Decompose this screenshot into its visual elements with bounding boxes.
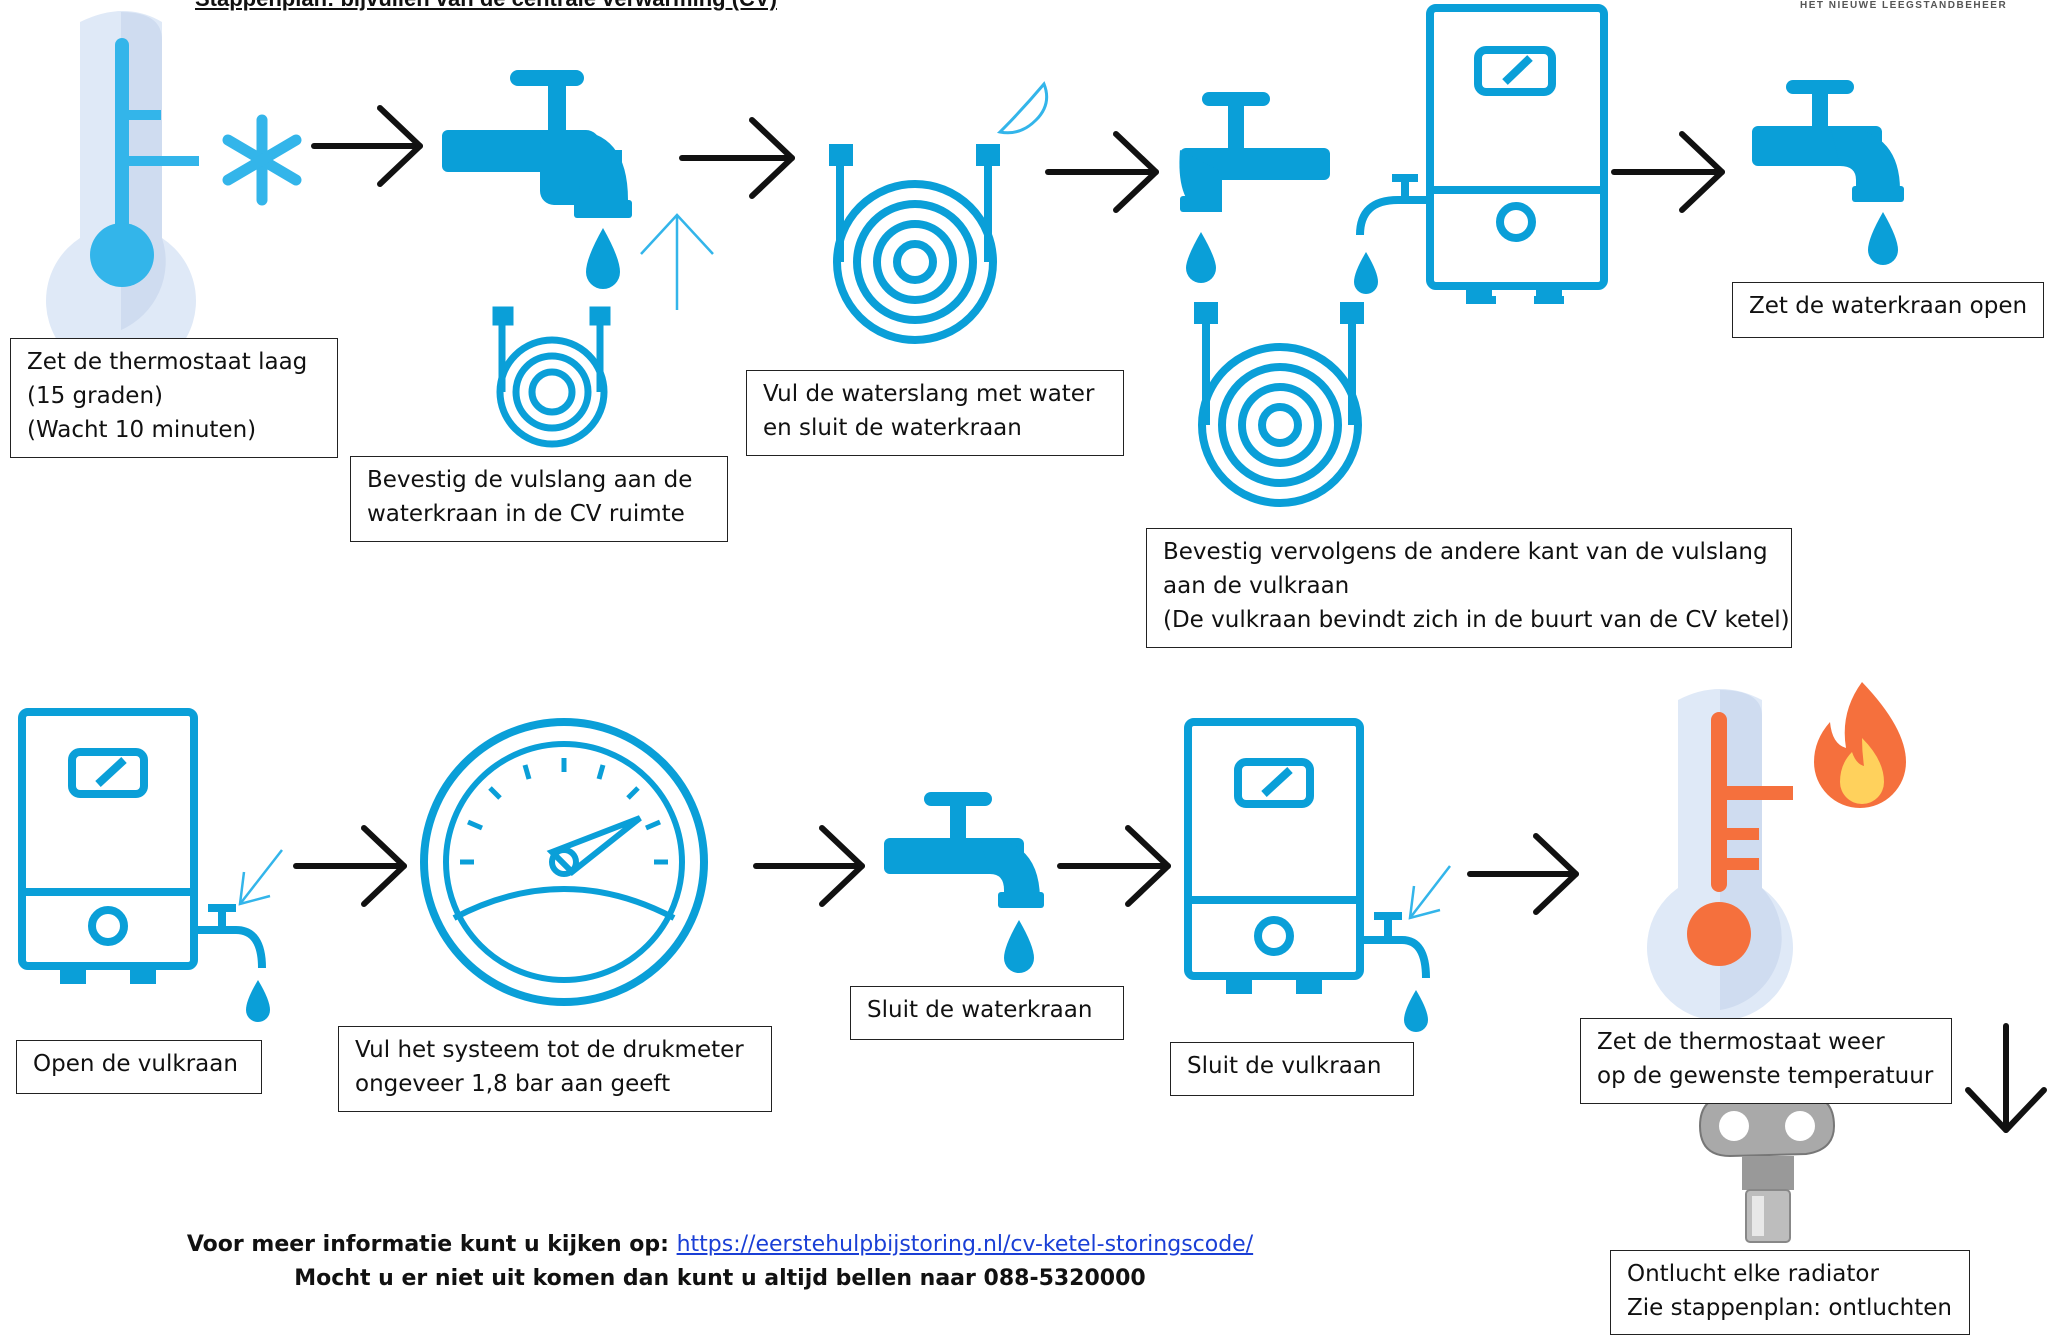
arrow-up-icon xyxy=(640,213,714,310)
arrow-diagonal-icon xyxy=(238,849,283,906)
radiator-key-icon xyxy=(1698,1095,1836,1243)
step-1-line-2: (15 graden) xyxy=(27,383,164,409)
water-tap-icon xyxy=(442,70,632,289)
step-box-7: Vul het systeem tot de drukmeter ongevee… xyxy=(338,1026,772,1112)
step-4-line-3: (De vulkraan bevindt zich in de buurt va… xyxy=(1163,607,1790,633)
step-1-line-3: (Wacht 10 minuten) xyxy=(27,417,257,443)
step-5-line-1: Zet de waterkraan open xyxy=(1749,293,2028,319)
footer-link[interactable]: https://eerstehulpbijstoring.nl/cv-ketel… xyxy=(676,1232,1254,1257)
hose-coil-icon xyxy=(829,144,1000,344)
footer-phone: Mocht u er niet uit komen dan kunt u alt… xyxy=(0,1262,1440,1296)
pressure-gauge-icon xyxy=(420,718,708,1006)
page-title: Stappenplan: bijvullen van de centrale v… xyxy=(195,0,777,12)
step-11-line-1: Ontlucht elke radiator xyxy=(1627,1261,1879,1287)
flow-arrow-7 xyxy=(1057,825,1171,907)
flow-arrow-6 xyxy=(753,825,865,907)
hose-small-icon xyxy=(492,306,611,448)
flow-arrow-2 xyxy=(679,117,795,199)
step-8-line-1: Sluit de waterkraan xyxy=(867,997,1093,1023)
step-box-11: Ontlucht elke radiator Zie stappenplan: … xyxy=(1610,1250,1970,1335)
step-7-line-1: Vul het systeem tot de drukmeter xyxy=(355,1037,744,1063)
flow-arrow-1 xyxy=(311,105,423,187)
water-drop-icon xyxy=(996,81,1049,135)
step-4-line-1: Bevestig vervolgens de andere kant van d… xyxy=(1163,539,1768,565)
flow-arrow-8 xyxy=(1467,833,1579,915)
step-10-line-2: op de gewenste temperatuur xyxy=(1597,1063,1934,1089)
thermometer-warm-icon xyxy=(1646,689,1793,1021)
step-box-8: Sluit de waterkraan xyxy=(850,986,1124,1040)
step-7-line-2: ongeveer 1,8 bar aan geeft xyxy=(355,1071,671,1097)
flame-icon xyxy=(1814,682,1906,808)
step-1-line-1: Zet de thermostaat laag xyxy=(27,349,308,375)
boiler-fill-drop-icon xyxy=(246,980,270,1022)
snowflake-icon xyxy=(222,114,302,206)
flow-arrow-5 xyxy=(293,825,407,907)
flow-arrow-3 xyxy=(1045,131,1159,213)
step-box-10: Zet de thermostaat weer op de gewenste t… xyxy=(1580,1018,1952,1104)
step-3-line-2: en sluit de waterkraan xyxy=(763,415,1022,441)
boiler-fill-valve-icon-2 xyxy=(1184,718,1430,994)
step-2-line-2: waterkraan in de CV ruimte xyxy=(367,501,685,527)
boiler-fill-valve-icon xyxy=(18,708,266,984)
thermometer-cold-icon xyxy=(46,11,199,376)
water-tap-icon-4 xyxy=(884,792,1044,973)
step-box-5: Zet de waterkraan open xyxy=(1732,282,2044,338)
footer-phone-text: Mocht u er niet uit komen dan kunt u alt… xyxy=(294,1266,1146,1291)
step-box-1: Zet de thermostaat laag (15 graden) (Wac… xyxy=(10,338,338,458)
arrow-diagonal-icon-2 xyxy=(1408,865,1451,920)
flow-arrow-4 xyxy=(1611,131,1725,213)
step-box-6: Open de vulkraan xyxy=(16,1040,262,1094)
step-11-line-2: Zie stappenplan: ontluchten xyxy=(1627,1295,1952,1321)
step-3-line-1: Vul de waterslang met water xyxy=(763,381,1095,407)
step-box-9: Sluit de vulkraan xyxy=(1170,1042,1414,1096)
boiler-drop-icon xyxy=(1354,252,1378,294)
step-6-line-1: Open de vulkraan xyxy=(33,1051,238,1077)
step-2-line-1: Bevestig de vulslang aan de xyxy=(367,467,693,493)
brand-logo: HET NIEUWE LEEGSTANDBEHEER xyxy=(1800,0,2008,11)
step-4-line-2: aan de vulkraan xyxy=(1163,573,1350,599)
flow-arrows xyxy=(293,105,2047,1133)
step-box-4: Bevestig vervolgens de andere kant van d… xyxy=(1146,528,1792,648)
step-box-3: Vul de waterslang met water en sluit de … xyxy=(746,370,1124,456)
step-9-line-1: Sluit de vulkraan xyxy=(1187,1053,1382,1079)
footer-info-text: Voor meer informatie kunt u kijken op: xyxy=(186,1232,677,1257)
water-tap-icon-3 xyxy=(1752,80,1904,265)
boiler-fill-drop-icon-2 xyxy=(1404,990,1428,1032)
water-tap-icon-2 xyxy=(1179,92,1330,283)
step-10-line-1: Zet de thermostaat weer xyxy=(1597,1029,1885,1055)
step-box-2: Bevestig de vulslang aan de waterkraan i… xyxy=(350,456,728,542)
boiler-icon xyxy=(1356,4,1608,304)
footer-info: Voor meer informatie kunt u kijken op: h… xyxy=(0,1228,1440,1262)
flow-arrow-9 xyxy=(1965,1023,2047,1133)
hose-long-icon xyxy=(1194,302,1364,507)
